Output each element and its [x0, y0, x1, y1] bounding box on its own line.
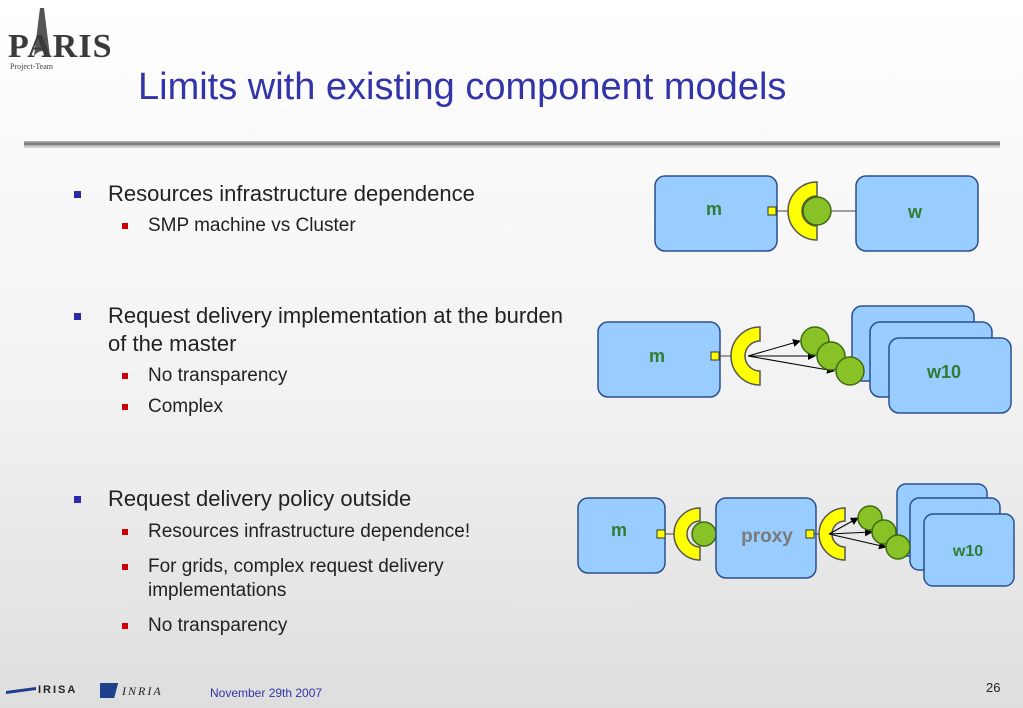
- d1-provides-port: [802, 196, 832, 226]
- irisa-logo-text: IRISA: [38, 684, 78, 696]
- d3-proxy-provides-port: [691, 521, 717, 547]
- bullet-3: Request delivery policy outside: [74, 485, 568, 513]
- d3-provides-port-3: [885, 534, 911, 560]
- d3-proxy-box: [715, 497, 817, 579]
- eiffel-tower-icon: [34, 8, 50, 56]
- page-number: 26: [986, 680, 1001, 695]
- d1-uses-port: [787, 181, 818, 241]
- bullet-3-sub-2: For grids, complex request delivery impl…: [122, 555, 548, 603]
- d3-master-label: m: [611, 520, 627, 540]
- bullet-1-sub-1: SMP machine vs Cluster: [122, 215, 356, 236]
- inria-logo-text: INRIA: [122, 684, 163, 698]
- bullet-3-sub-1: Resources infrastructure dependence!: [122, 520, 568, 544]
- d2-worker-box-front: [888, 337, 1012, 414]
- diagram-1: m w: [654, 175, 979, 252]
- title-divider: [24, 141, 1000, 148]
- d2-master-label: m: [649, 346, 665, 366]
- d2-uses-port: [730, 326, 761, 386]
- bullet-3-sub-3: No transparency: [121, 615, 288, 636]
- d3-proxy-port: [805, 529, 815, 539]
- slide-title: Limits with existing component models: [138, 66, 787, 108]
- irisa-logo: IRISA: [6, 682, 96, 705]
- d1-master-label: m: [706, 199, 722, 219]
- inria-logo-icon: [100, 683, 119, 698]
- logo-text: PARIS: [8, 28, 113, 65]
- d2-worker-label: w10: [926, 362, 961, 382]
- bullet-2: Request delivery implementation at the b…: [74, 302, 578, 358]
- irisa-logo-icon: [6, 687, 36, 694]
- d2-master-box: [597, 321, 721, 398]
- bullet-2-sub-1: No transparency: [121, 365, 288, 386]
- d1-worker-label: w: [907, 202, 923, 222]
- d3-proxy-label: proxy: [741, 526, 793, 547]
- d1-master-port: [767, 206, 777, 216]
- d3-master-uses-port: [673, 507, 701, 561]
- d2-provides-port-3: [835, 356, 865, 386]
- d3-worker-label: w10: [952, 543, 983, 560]
- diagram-2: m w10: [597, 305, 1012, 414]
- diagram-3: m proxy w10: [577, 483, 1015, 587]
- d1-master-box: [654, 175, 778, 252]
- logo-subtext: Project-Team: [10, 62, 53, 71]
- bullet-2-sub-2: Complex: [122, 396, 223, 417]
- paris-logo: PARIS Project-Team: [4, 6, 112, 71]
- d1-worker-box: [855, 175, 979, 252]
- d2-master-port: [710, 351, 720, 361]
- d3-master-port: [656, 529, 666, 539]
- footer-date: November 29th 2007: [210, 686, 323, 700]
- d3-worker-box-front: [923, 513, 1015, 587]
- bullet-1: Resources infrastructure dependence: [74, 180, 568, 208]
